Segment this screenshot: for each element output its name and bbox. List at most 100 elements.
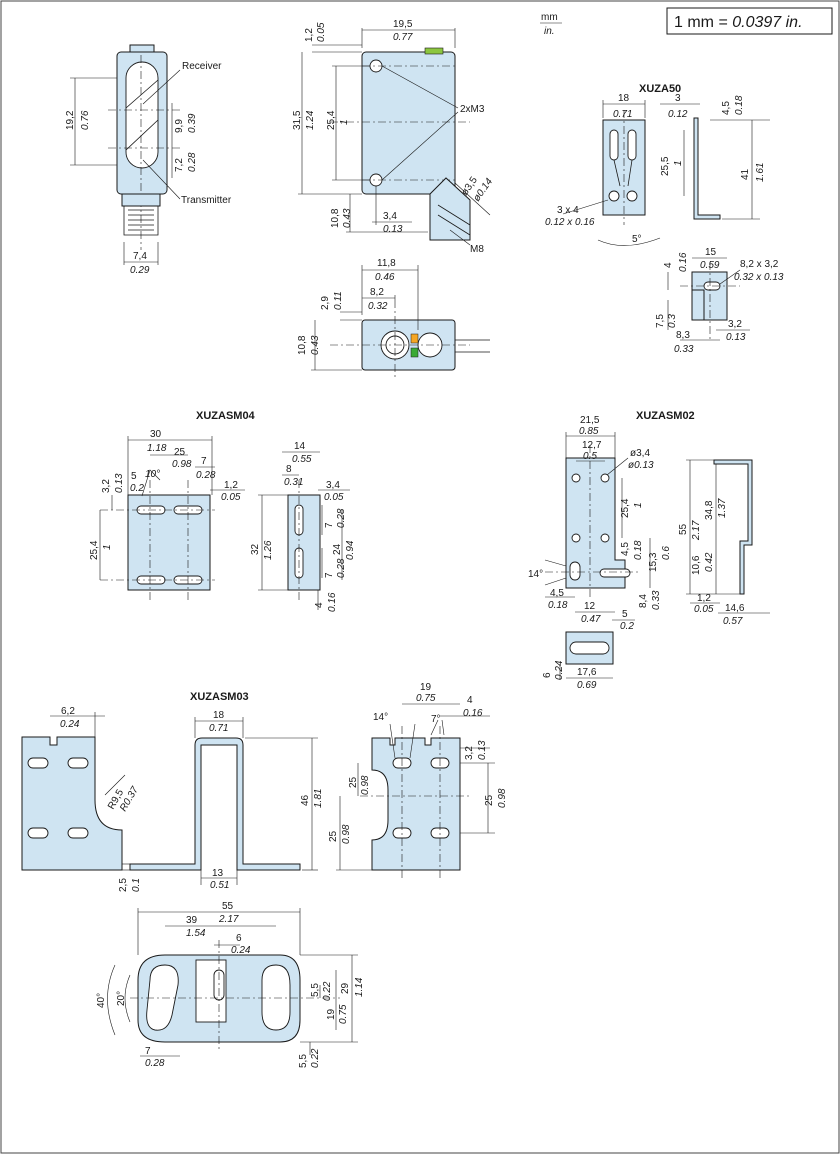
sm02-b-w: 17,6	[577, 667, 597, 678]
xuzasm03-front	[21, 736, 123, 871]
dim-side-holes: 25,4	[326, 110, 337, 130]
label-receiver: Receiver	[182, 61, 222, 72]
sm02-h84-in: 0.33	[651, 590, 662, 610]
sm03-w6-in: 0.24	[60, 719, 80, 730]
dim-top-w1: 11,8	[377, 258, 396, 269]
sensor-side-view: 2xM3 M8 19,5 0.77 1,2 0.05 31,5 1.24 25,…	[292, 19, 495, 255]
unit-inch: in.	[544, 26, 555, 37]
xuza50-d-w2: 8,3	[676, 330, 690, 341]
sm03-b-h55b: 5,5	[298, 1054, 309, 1068]
sm03-s-h32-in: 0.13	[477, 740, 488, 760]
receiver-window	[125, 61, 159, 169]
sm04-s-h32: 32	[250, 543, 261, 555]
sm04-t-in: 0.05	[221, 492, 241, 503]
sm04-s-w34: 3,4	[326, 480, 340, 491]
dim-side-bottom-in: 0.43	[342, 208, 353, 228]
sm03-t: 2,5	[118, 878, 129, 892]
sm04-s-h4-in: 0.16	[327, 592, 338, 612]
label-2xm3: 2xM3	[460, 104, 485, 115]
conversion-box: 1 mm = 0.0397 in.	[666, 7, 833, 35]
sm02-b-h: 6	[542, 672, 553, 678]
dim-side-height-in: 1.24	[305, 110, 316, 130]
dim-top-h1: 2,9	[320, 296, 331, 310]
xuza50-d-w3-in: 0.13	[726, 332, 746, 343]
label-m8: M8	[470, 244, 484, 255]
dim-top-h1-in: 0.11	[333, 291, 344, 310]
xuzasm04-side: 14 0.55 8 0.31 3,4 0.05 32 1.26 24 0.94 …	[250, 441, 356, 612]
sm04-h25-in: 1	[102, 544, 113, 550]
xuza50-d-h1: 4	[663, 262, 674, 268]
dim-front-height: 19,2	[65, 110, 76, 130]
sm02-h15: 15,3	[648, 552, 659, 572]
dim-side-height: 31,5	[292, 110, 303, 130]
xuza50-detail: 15 0.59 8,2 x 3,2 0.32 x 0.13 4 0.16 7,5…	[655, 247, 784, 355]
sm04-s-w34-in: 0.05	[324, 492, 344, 503]
sm02-w12-in: 0.5	[583, 451, 597, 462]
sm02-s-t: 1,2	[697, 593, 711, 604]
sm02-s-w-in: 0.57	[723, 616, 743, 627]
dim-front-upper: 9,9	[174, 119, 185, 133]
sm04-s-h4: 4	[314, 602, 325, 608]
conversion-prefix: 1 mm =	[674, 14, 732, 31]
sm03-b-w7-in: 0.28	[145, 1058, 165, 1069]
sm04-s5-in: 0.2	[130, 483, 144, 494]
sm04-w30: 30	[150, 429, 162, 440]
conversion-value: 0.0397 in.	[732, 14, 802, 31]
sm03-b-h29: 29	[340, 982, 351, 994]
sm04-h3-in: 0.13	[114, 473, 125, 493]
xuza50-h2-in: 1.61	[755, 163, 766, 182]
xuzasm04-bracket: XUZASM04 30 1.18 25 0.98 7 0.28 1,2 0.05…	[89, 410, 256, 600]
xuzasm03-bottom-view: 55 2.17 39 1.54 6 0.24 40° 20° 7 0.28 5,…	[96, 901, 365, 1069]
xuza50-w-in: 0.71	[613, 109, 632, 120]
sm03-h46-in: 1.81	[313, 789, 324, 808]
dim-top-w1-in: 0.46	[375, 272, 395, 283]
sm04-w25-in: 0.98	[172, 459, 192, 470]
sm03-b-h19-in: 0.75	[338, 1004, 349, 1024]
sm02-h84: 8,4	[638, 594, 649, 608]
sm02-s-t-in: 0.05	[694, 604, 714, 615]
sm04-s-h7a-in: 0.28	[336, 508, 347, 528]
dim-top-h2: 10,8	[297, 335, 308, 355]
xuza50-d-slot: 8,2 x 3,2	[740, 259, 779, 270]
xuza50-title: XUZA50	[639, 83, 681, 95]
sm04-w25: 25	[174, 447, 186, 458]
xuzasm02-bracket: XUZASM02 21,5 0.85 12,7 0.5 ø3,4 ø0.13 2…	[528, 410, 695, 632]
sm03-s-h25a-in: 0.98	[360, 775, 371, 795]
xuza50-d-w: 15	[705, 247, 717, 258]
xuza50-slot: 3 x 4	[557, 205, 579, 216]
sm03-b-a40: 40°	[96, 993, 107, 1008]
sm04-s-w14: 14	[294, 441, 306, 452]
sm03-b-w39: 39	[186, 915, 198, 926]
sm04-s-h32-in: 1.26	[263, 540, 274, 560]
sm03-b-w6-in: 0.24	[231, 945, 251, 956]
sm03-s-w4-in: 0.16	[463, 708, 483, 719]
xuzasm04-title: XUZASM04	[196, 410, 256, 422]
sm03-b-w39-in: 1.54	[186, 928, 206, 939]
xuzasm03-title: XUZASM03	[190, 691, 249, 703]
sm02-h25: 25,4	[620, 498, 631, 518]
sm04-s-h24: 24	[332, 543, 343, 555]
sm02-s-w: 14,6	[725, 603, 745, 614]
sm03-s-h25b-in: 0.98	[497, 788, 508, 808]
xuza50-w: 18	[618, 93, 630, 104]
dim-front-upper-in: 0.39	[187, 113, 198, 133]
sm02-w21-in: 0.85	[579, 426, 599, 437]
xuza50-t-in: 0.12	[668, 109, 688, 120]
sm03-b-w7: 7	[145, 1046, 151, 1057]
unit-mm: mm	[541, 12, 558, 23]
dim-front-lower: 7,2	[174, 158, 185, 172]
dim-side-offset-in: 0.13	[383, 224, 403, 235]
sm02-s-h55-in: 2.17	[691, 520, 702, 541]
dim-top-w2: 8,2	[370, 287, 384, 298]
xuza50-h1: 25,5	[660, 156, 671, 176]
xuza50-d-h2: 7,5	[655, 314, 666, 328]
xuza50-slot-in: 0.12 x 0.16	[545, 217, 595, 228]
sm03-b-h55a: 5,5	[310, 983, 321, 997]
sm03-b-h19: 19	[326, 1008, 337, 1020]
xuza50-t: 3	[675, 93, 681, 104]
xuzasm03-side-view: 19 0.75 4 0.16 14° 7° 3,2 0.13 25 0.98 2…	[328, 682, 508, 880]
sm02-s-h34-in: 1.37	[717, 498, 728, 518]
sm03-s-w19-in: 0.75	[416, 693, 436, 704]
